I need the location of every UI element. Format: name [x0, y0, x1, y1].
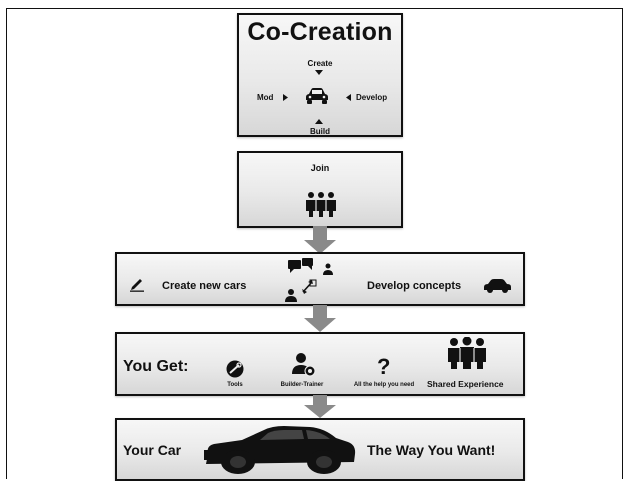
- way-you-want-label: The Way You Want!: [367, 442, 496, 458]
- mod-label: Mod: [257, 93, 274, 102]
- create-develop-box: Create new cars Develop concepts: [115, 252, 525, 306]
- flow-arrow: [302, 395, 338, 429]
- develop-concepts-label: Develop concepts: [367, 280, 462, 292]
- create-new-cars-label: Create new cars: [162, 280, 247, 292]
- tools-label: Tools: [227, 382, 243, 388]
- trainer-icon: [291, 352, 317, 378]
- wrench-icon: [226, 360, 244, 378]
- builder-trainer-label: Builder-Trainer: [280, 382, 324, 388]
- join-label: Join: [310, 163, 330, 173]
- build-label: Build: [310, 127, 330, 136]
- car-icon: [482, 278, 512, 294]
- co-creation-title: Co-Creation: [247, 18, 393, 46]
- you-get-heading: You Get:: [123, 358, 189, 375]
- pencil-icon: [129, 276, 145, 292]
- co-creation-box: Co-Creation Create Mod Develop Build: [237, 13, 403, 137]
- suv-silhouette-icon: [202, 424, 357, 476]
- down-triangle-icon: [315, 70, 323, 75]
- right-triangle-icon: [283, 94, 288, 101]
- question-icon: ?: [377, 354, 391, 379]
- join-box: Join: [237, 151, 403, 228]
- left-triangle-icon: [346, 94, 351, 101]
- shared-experience-label: Shared Experience: [427, 379, 504, 389]
- you-get-box: You Get: Tools Builder-Trainer ? All the…: [115, 332, 525, 396]
- up-triangle-icon: [315, 119, 323, 124]
- group-icon: [447, 337, 487, 369]
- develop-label: Develop: [356, 93, 388, 102]
- help-label: All the help you need: [353, 382, 415, 388]
- your-car-box: Your Car The Way You Want!: [115, 418, 525, 481]
- flow-arrow: [302, 226, 338, 260]
- your-car-label: Your Car: [123, 442, 182, 458]
- car-icon: [305, 87, 329, 105]
- create-label: Create: [307, 59, 333, 68]
- diagram-frame: [6, 8, 623, 479]
- flow-arrow: [302, 305, 338, 339]
- chat-bubbles-icon: [282, 258, 334, 304]
- group-icon: [305, 191, 337, 217]
